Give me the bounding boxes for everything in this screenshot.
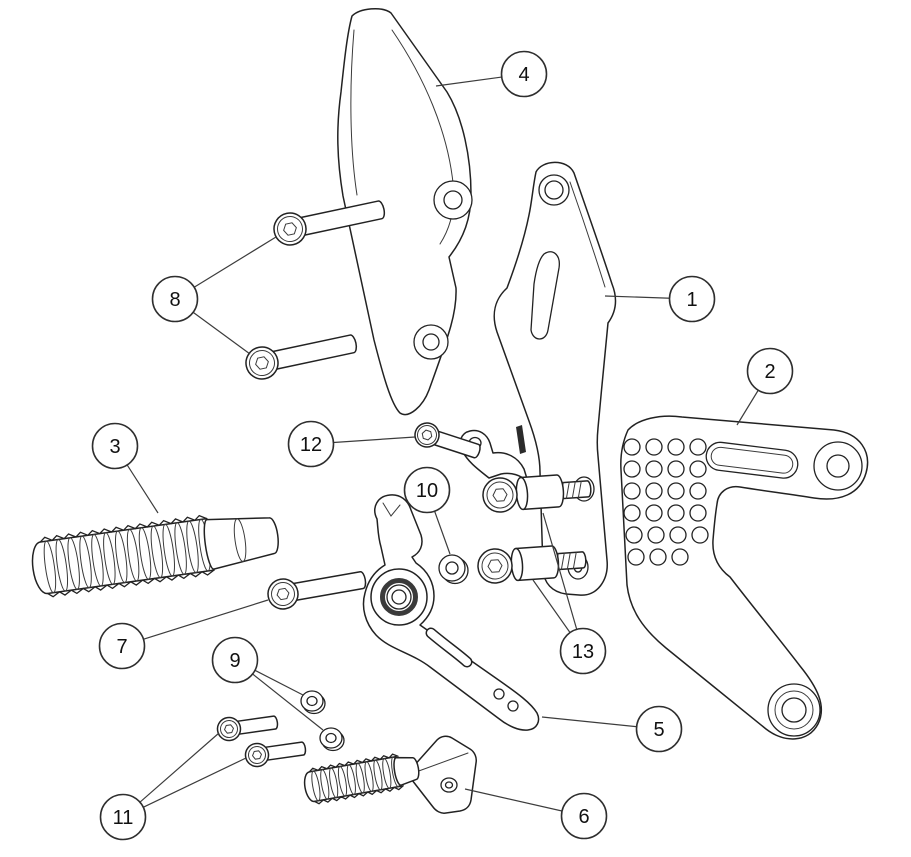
callout-12: 12 [287, 420, 335, 468]
callout-10-label: 10 [416, 480, 438, 502]
bolt-11a [216, 715, 279, 742]
callout-8: 8 [151, 275, 199, 323]
leader-13a [542, 512, 584, 652]
bolt-8b [245, 334, 358, 380]
callout-10: 10 [403, 466, 451, 514]
callout-4-label: 4 [518, 64, 529, 86]
bolt-8a [273, 200, 386, 246]
adjustment-hole-grid [623, 438, 709, 566]
callout-12-label: 12 [300, 434, 322, 456]
callout-11: 11 [99, 793, 147, 841]
part-heel-guard [337, 8, 473, 416]
bolt-11b [244, 741, 307, 768]
callout-13-label: 13 [572, 641, 594, 663]
washer-9b [319, 727, 345, 752]
callout-3: 3 [91, 422, 139, 470]
washer-9a [300, 690, 326, 715]
bolt-12 [414, 422, 481, 459]
washer-10 [438, 554, 469, 585]
spacer-bolt-upper [482, 474, 592, 513]
part-toe-peg-assembly [303, 735, 477, 814]
part-main-bracket [493, 161, 617, 596]
callout-4: 4 [500, 50, 548, 98]
callout-13: 13 [559, 627, 607, 675]
callout-3-label: 3 [109, 436, 120, 458]
callout-6-label: 6 [578, 806, 589, 828]
bolt-7 [267, 570, 367, 610]
part-footpeg [31, 514, 279, 598]
callout-6: 6 [560, 792, 608, 840]
callout-1: 1 [668, 275, 716, 323]
callout-9-label: 9 [229, 650, 240, 672]
callout-5: 5 [635, 705, 683, 753]
leader-7 [121, 599, 269, 647]
callout-7-label: 7 [116, 636, 127, 658]
callout-2-label: 2 [764, 361, 775, 383]
callout-5-label: 5 [653, 719, 664, 741]
callout-7: 7 [98, 622, 146, 670]
part-adjuster-plate [620, 415, 869, 740]
callouts: 1 2 3 4 5 6 7 8 [91, 50, 794, 841]
callout-8-label: 8 [169, 289, 180, 311]
callout-2: 2 [746, 347, 794, 395]
callout-11-label: 11 [113, 807, 134, 829]
callout-9: 9 [211, 636, 259, 684]
callout-1-label: 1 [686, 289, 697, 311]
part-shift-lever [362, 494, 540, 731]
